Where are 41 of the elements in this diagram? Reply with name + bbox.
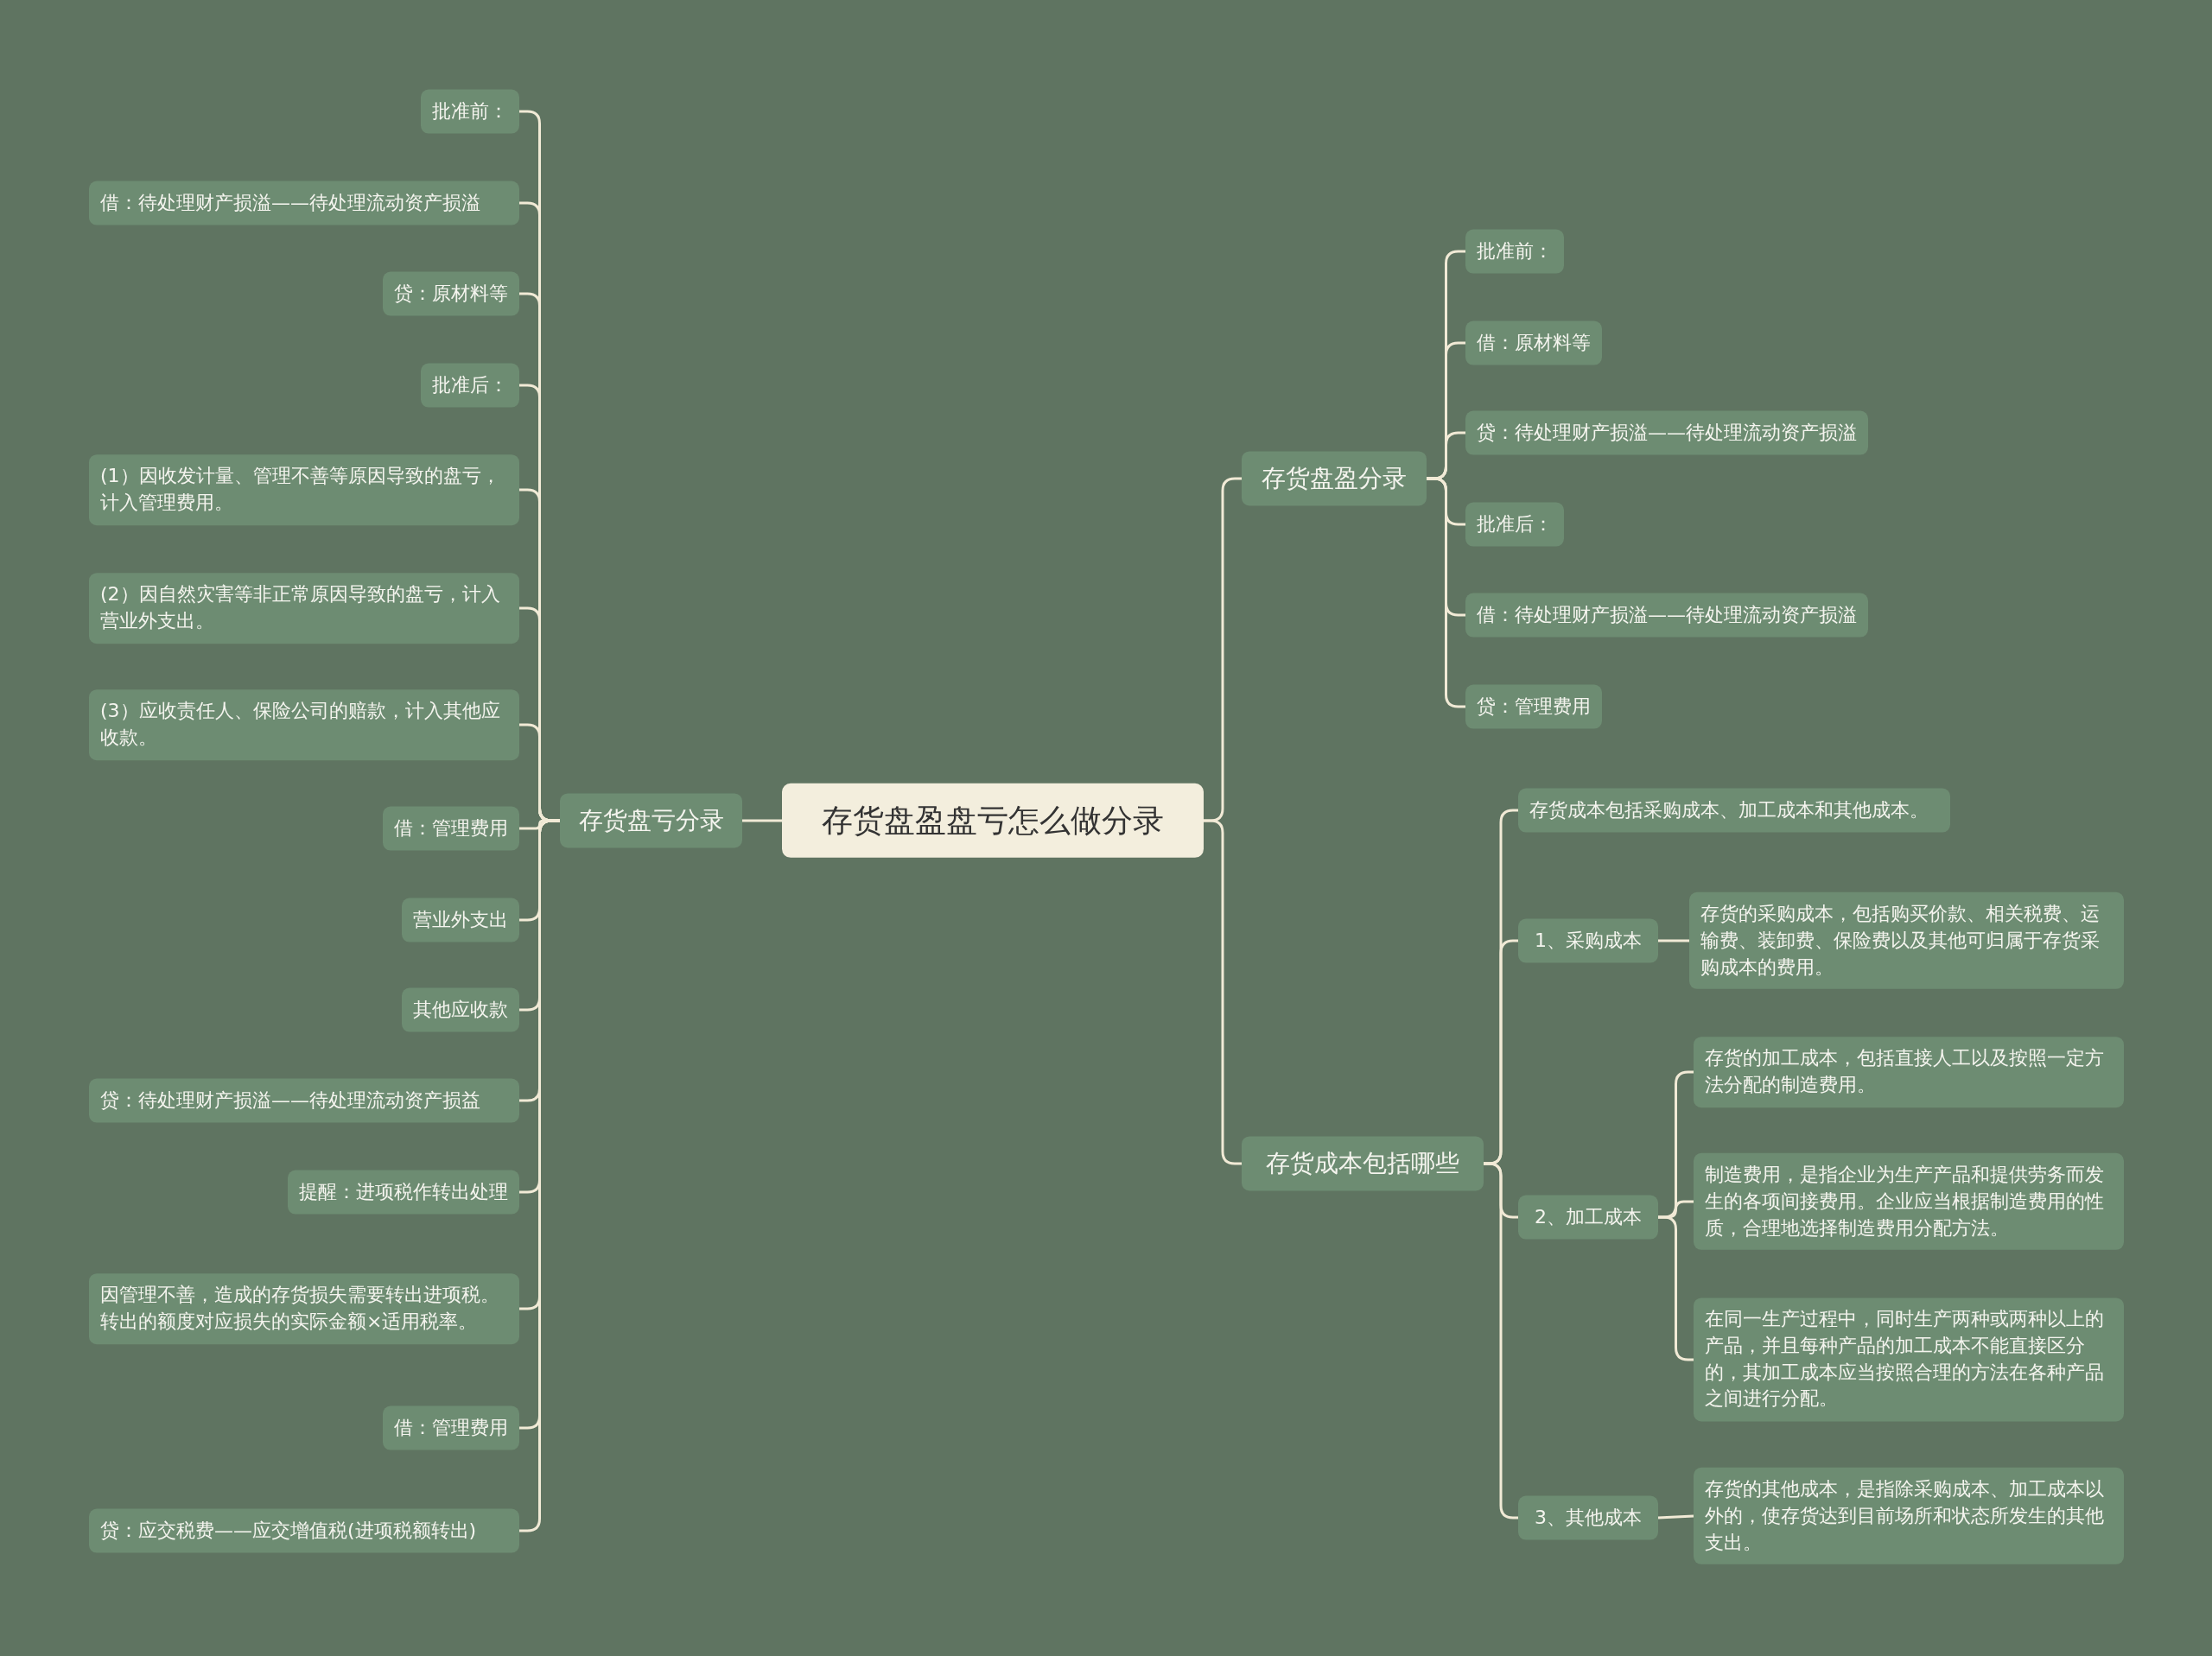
connector-line	[1657, 1514, 1694, 1520]
connector-line	[1427, 477, 1465, 708]
connector-line	[1204, 819, 1242, 1165]
topic-box: 其他应收款	[402, 987, 519, 1032]
topic-box: (2）因自然灾害等非正常原因导致的盘亏，计入营业外支出。	[89, 573, 519, 644]
branch-topic-box: 存货成本包括哪些	[1242, 1136, 1484, 1191]
topic-box: (1）因收发计量、管理不善等原因导致的盘亏，计入管理费用。	[89, 454, 519, 525]
connector-line	[1658, 1215, 1694, 1361]
topic-box: 批准前：	[421, 89, 519, 134]
subtopic-box: 1、采购成本	[1518, 918, 1658, 963]
topic-box: 贷：应交税费——应交增值税(进项税额转出)	[89, 1508, 519, 1553]
topic-box: 借：管理费用	[383, 1405, 519, 1450]
subtopic-box: 2、加工成本	[1518, 1195, 1658, 1240]
connector-line	[1484, 1162, 1518, 1520]
topic-box: 营业外支出	[402, 898, 519, 942]
topic-box: 贷：原材料等	[383, 271, 519, 316]
central-topic-box: 存货盘盈盘亏怎么做分录	[782, 783, 1204, 859]
topic-box: 贷：待处理财产损溢——待处理流动资产损溢	[1465, 410, 1868, 455]
topic-box: 存货成本包括采购成本、加工成本和其他成本。	[1518, 788, 1950, 833]
topic-box: 贷：管理费用	[1465, 684, 1602, 729]
topic-box: 批准前：	[1465, 229, 1564, 274]
topic-box: 批准后：	[1465, 502, 1564, 547]
topic-box: 在同一生产过程中，同时生产两种或两种以上的产品，并且每种产品的加工成本不能直接区分的，其加工成本应当按照合理的方法在各种产品之间进行分配。	[1694, 1298, 2124, 1422]
topic-box: 借：待处理财产损溢——待处理流动资产损溢	[1465, 593, 1868, 638]
connector-line	[1658, 939, 1689, 942]
topic-box: (3）应收责任人、保险公司的赔款，计入其他应收款。	[89, 689, 519, 760]
topic-box: 制造费用，是指企业为生产产品和提供劳务而发生的各项间接费用。企业应当根据制造费用的性质，合理地选择制造费用分配方法。	[1694, 1152, 2124, 1251]
topic-box: 因管理不善，造成的存货损失需要转出进项税。转出的额度对应损失的实际金额×适用税率。	[89, 1273, 519, 1344]
branch-topic-box: 存货盘亏分录	[560, 793, 742, 848]
subtopic-box: 3、其他成本	[1518, 1495, 1658, 1540]
topic-box: 借：原材料等	[1465, 320, 1602, 365]
topic-box: 批准后：	[421, 363, 519, 408]
branch-topic-box: 存货盘盈分录	[1242, 451, 1427, 506]
topic-box: 提醒：进项税作转出处理	[288, 1170, 519, 1215]
topic-box: 存货的采购成本，包括购买价款、相关税费、运输费、装卸费、保险费以及其他可归属于存货采购成本的费用。	[1689, 891, 2124, 990]
topic-box: 借：管理费用	[383, 806, 519, 851]
connector-line	[742, 819, 782, 822]
topic-box: 存货的其他成本，是指除采购成本、加工成本以外的，使存货达到目前场所和状态所发生的其他支出。	[1694, 1467, 2124, 1565]
topic-box: 借：待处理财产损溢——待处理流动资产损溢	[89, 181, 519, 225]
topic-box: 存货的加工成本，包括直接人工以及按照一定方法分配的制造费用。	[1694, 1037, 2124, 1107]
topic-box: 贷：待处理财产损溢——待处理流动资产损益	[89, 1078, 519, 1123]
